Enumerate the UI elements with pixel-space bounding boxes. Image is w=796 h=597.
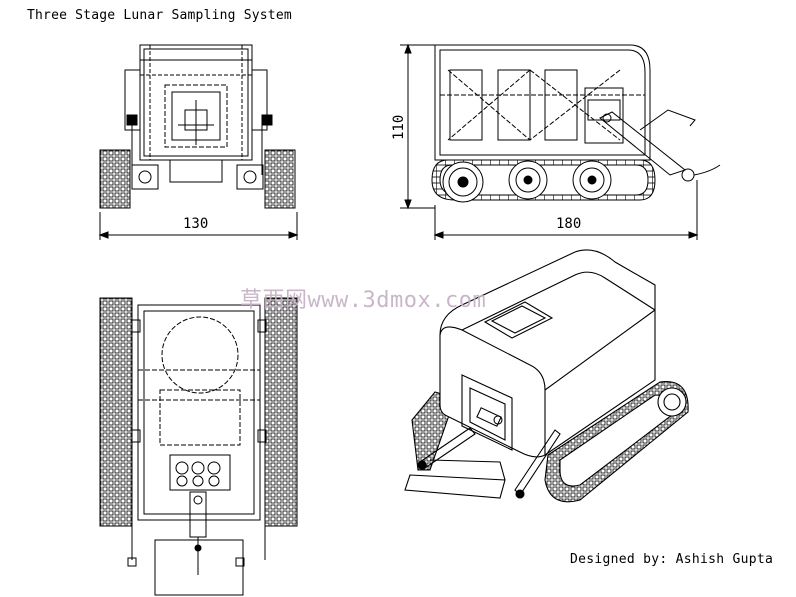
watermark-text: 草西网www.3dmox.com — [240, 288, 487, 313]
dimension-front-width: 130 — [183, 216, 208, 232]
drawing-title: Three Stage Lunar Sampling System — [27, 8, 292, 23]
isometric-view — [404, 249, 689, 503]
dimension-side-length: 180 — [556, 216, 581, 232]
dimension-side-height: 110 — [391, 115, 407, 140]
top-view — [99, 297, 298, 596]
designer-credit: Designed by: Ashish Gupta — [570, 552, 774, 567]
front-view — [98, 44, 299, 240]
side-view — [400, 43, 721, 240]
